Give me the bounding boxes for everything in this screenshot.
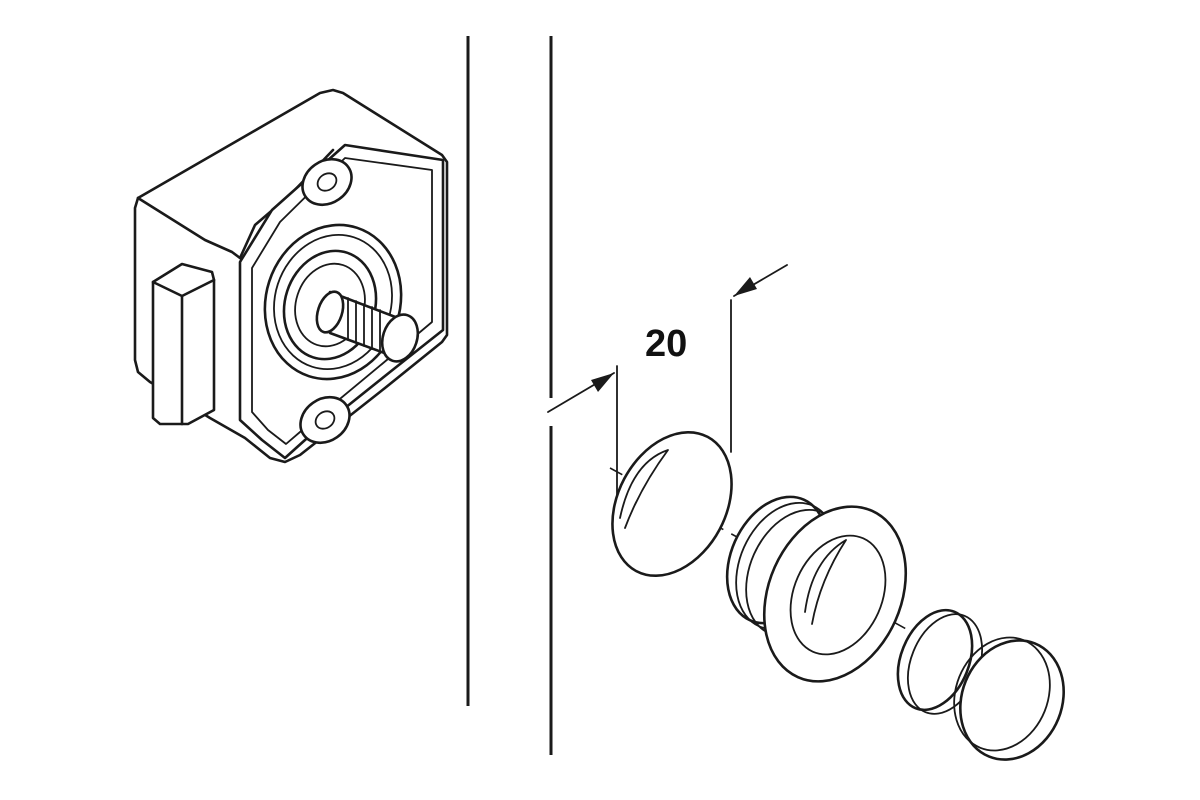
pin-threads (347, 297, 381, 353)
drill-hole (611, 430, 733, 578)
dimension-label: 20 (645, 323, 687, 365)
flanged-sleeve (725, 495, 908, 683)
push-button (896, 608, 1065, 761)
latch-body (133, 88, 449, 464)
dimension-20: 20 (547, 264, 788, 531)
